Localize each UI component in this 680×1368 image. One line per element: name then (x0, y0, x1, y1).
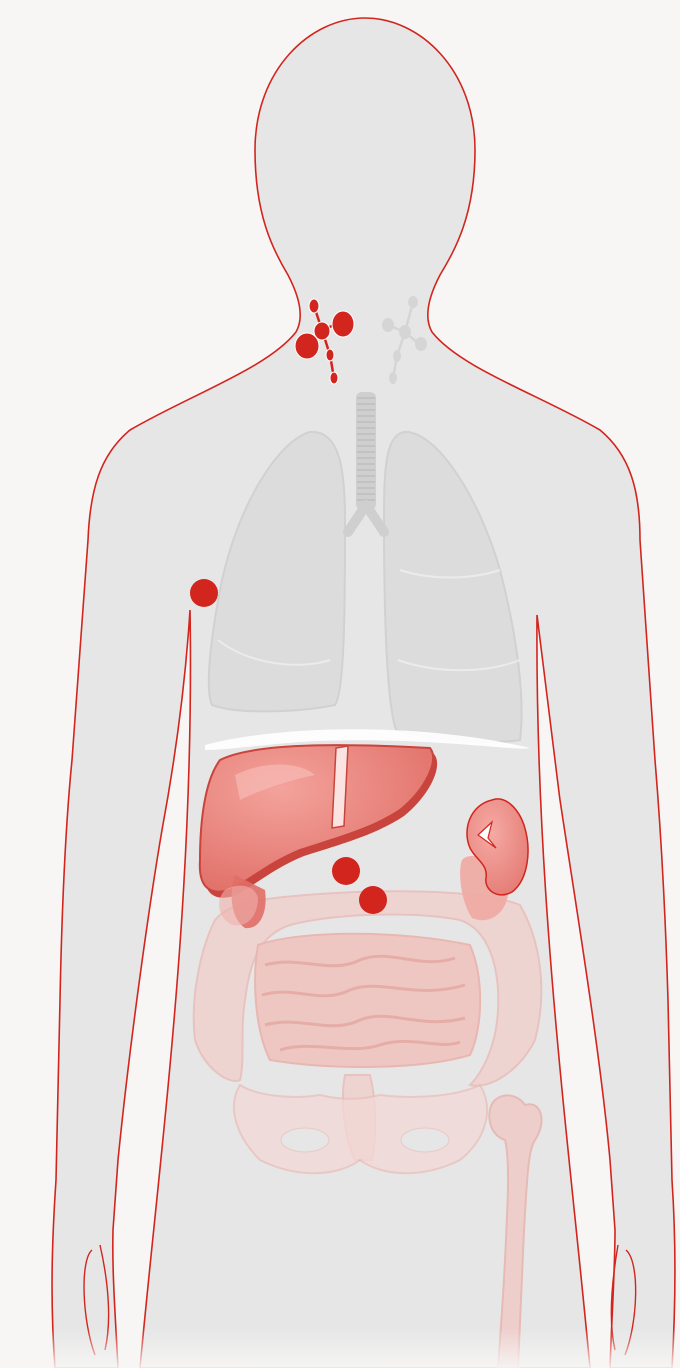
bottom-fade (0, 1100, 680, 1368)
neck-node-2 (332, 311, 354, 337)
neck-node-4 (295, 333, 319, 359)
neck-node-5 (326, 349, 334, 361)
neck-node-6 (330, 372, 338, 384)
abdominal-lymph-node-marker-1 (332, 857, 360, 885)
abdominal-lymph-node-marker-2 (359, 886, 387, 914)
neck-node-1 (309, 299, 319, 313)
armpit-lymph-node-marker (190, 579, 218, 607)
